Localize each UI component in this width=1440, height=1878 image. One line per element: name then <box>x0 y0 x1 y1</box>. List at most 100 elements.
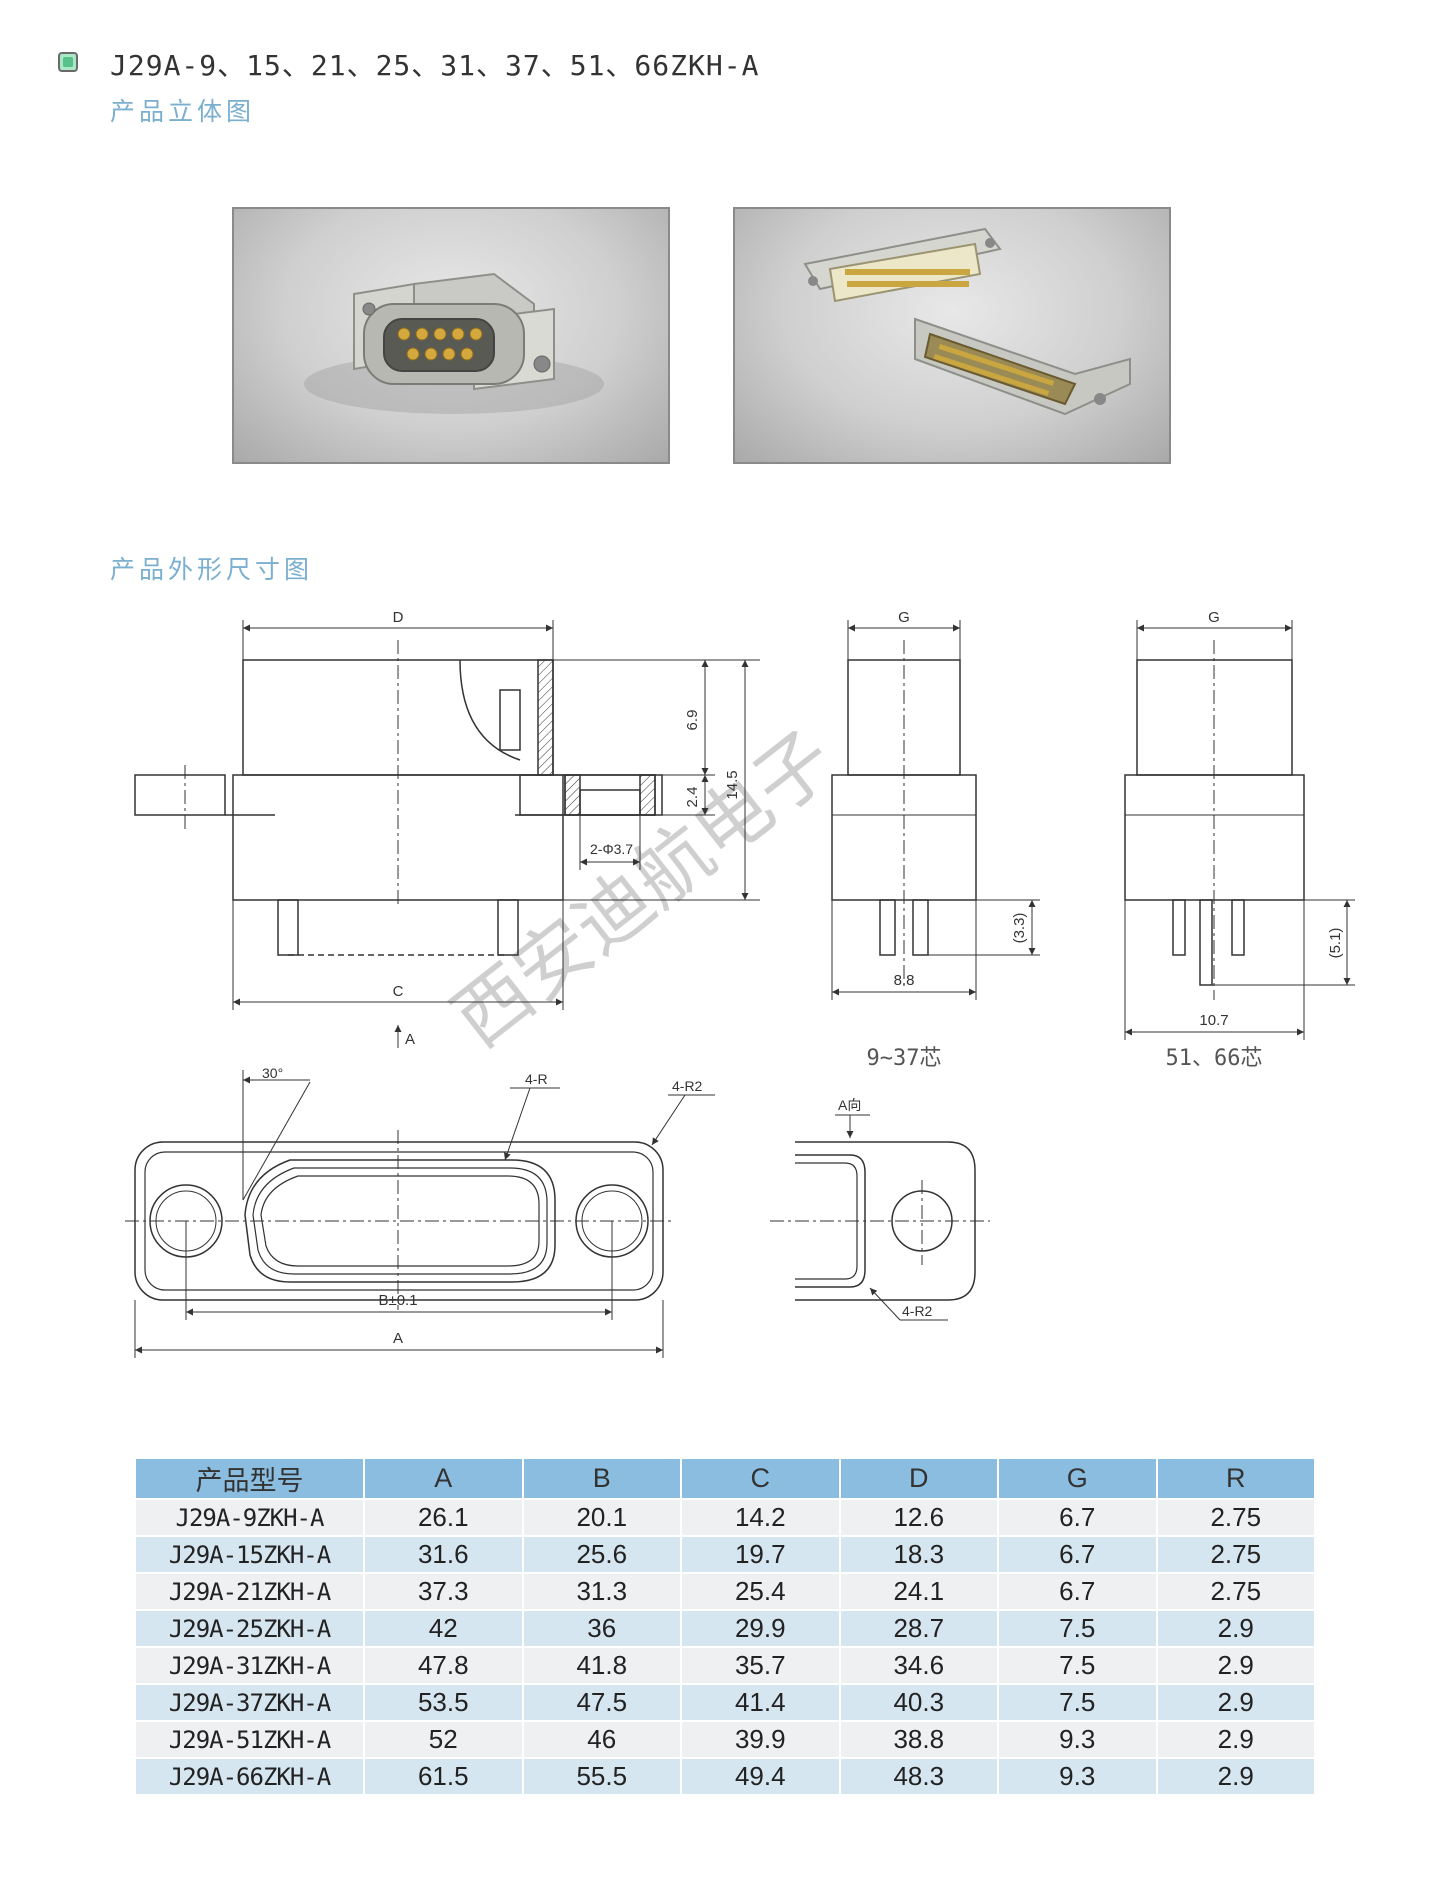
page-title: J29A-9、15、21、25、31、37、51、66ZKH-A <box>110 49 760 82</box>
cell-r: 2.9 <box>1157 1611 1314 1646</box>
cell-d: 34.6 <box>840 1648 997 1683</box>
cell-b: 25.6 <box>523 1537 680 1572</box>
dim-label-c: C <box>393 983 404 1000</box>
table-row: J29A-9ZKH-A 26.1 20.1 14.2 12.6 6.7 2.75 <box>136 1500 1314 1535</box>
cell-g: 9.3 <box>999 1722 1156 1757</box>
cell-a: 47.8 <box>365 1648 522 1683</box>
cell-g: 7.5 <box>999 1611 1156 1646</box>
cell-d: 48.3 <box>840 1759 997 1794</box>
table-row: J29A-66ZKH-A 61.5 55.5 49.4 48.3 9.3 2.9 <box>136 1759 1314 1794</box>
dim-label-5-1: (5.1) <box>1327 928 1344 959</box>
dim-label-14-5: 14.5 <box>724 770 741 799</box>
col-header-d: D <box>840 1459 997 1498</box>
cell-a: 53.5 <box>365 1685 522 1720</box>
cell-model: J29A-9ZKH-A <box>136 1500 363 1535</box>
cell-model: J29A-37ZKH-A <box>136 1685 363 1720</box>
cell-r: 2.75 <box>1157 1500 1314 1535</box>
dimension-table: 产品型号 A B C D G R J29A-9ZKH-A 26.1 20.1 1… <box>134 1457 1316 1796</box>
cell-model: J29A-51ZKH-A <box>136 1722 363 1757</box>
cell-d: 12.6 <box>840 1500 997 1535</box>
dim-label-4-r2-top: 4-R2 <box>672 1078 703 1094</box>
cell-c: 25.4 <box>682 1574 839 1609</box>
cell-a: 52 <box>365 1722 522 1757</box>
cell-a: 31.6 <box>365 1537 522 1572</box>
cell-a: 37.3 <box>365 1574 522 1609</box>
cell-model: J29A-66ZKH-A <box>136 1759 363 1794</box>
dim-label-4-r2-side: 4-R2 <box>902 1303 933 1319</box>
cell-b: 46 <box>523 1722 680 1757</box>
cell-g: 6.7 <box>999 1574 1156 1609</box>
dim-label-3-3: (3.3) <box>1011 913 1028 944</box>
dim-label-10-7: 10.7 <box>1199 1012 1228 1029</box>
dim-label-b: B±0.1 <box>378 1292 417 1309</box>
cell-d: 28.7 <box>840 1611 997 1646</box>
cell-model: J29A-15ZKH-A <box>136 1537 363 1572</box>
view-arrow-label-a: A <box>405 1031 415 1048</box>
front-view-flange-left <box>134 774 226 816</box>
cell-a: 42 <box>365 1611 522 1646</box>
dim-label-2-4: 2.4 <box>684 787 701 808</box>
cell-r: 2.75 <box>1157 1537 1314 1572</box>
table-row: J29A-15ZKH-A 31.6 25.6 19.7 18.3 6.7 2.7… <box>136 1537 1314 1572</box>
caption-51-66-core: 51、66芯 <box>1166 1046 1263 1071</box>
cell-g: 9.3 <box>999 1759 1156 1794</box>
cell-c: 49.4 <box>682 1759 839 1794</box>
table-row: J29A-31ZKH-A 47.8 41.8 35.7 34.6 7.5 2.9 <box>136 1648 1314 1683</box>
cell-c: 35.7 <box>682 1648 839 1683</box>
cell-b: 31.3 <box>523 1574 680 1609</box>
col-header-c: C <box>682 1459 839 1498</box>
dim-label-d: D <box>393 609 404 626</box>
table-header-row: 产品型号 A B C D G R <box>136 1459 1314 1498</box>
cell-r: 2.75 <box>1157 1574 1314 1609</box>
view-a-label: A向 <box>838 1097 861 1113</box>
cell-model: J29A-31ZKH-A <box>136 1648 363 1683</box>
cell-b: 55.5 <box>523 1759 680 1794</box>
cell-d: 24.1 <box>840 1574 997 1609</box>
table-row: J29A-21ZKH-A 37.3 31.3 25.4 24.1 6.7 2.7… <box>136 1574 1314 1609</box>
cell-r: 2.9 <box>1157 1685 1314 1720</box>
caption-9-37-core: 9~37芯 <box>867 1046 942 1071</box>
section-title-dimensions: 产品外形尺寸图 <box>110 555 314 584</box>
cell-model: J29A-21ZKH-A <box>136 1574 363 1609</box>
cell-d: 40.3 <box>840 1685 997 1720</box>
cell-a: 26.1 <box>365 1500 522 1535</box>
section-title-3d-views: 产品立体图 <box>110 97 256 126</box>
cell-b: 20.1 <box>523 1500 680 1535</box>
cell-d: 18.3 <box>840 1537 997 1572</box>
cell-r: 2.9 <box>1157 1648 1314 1683</box>
dim-label-a: A <box>393 1330 403 1347</box>
col-header-b: B <box>523 1459 680 1498</box>
dim-label-angle: 30° <box>262 1065 283 1081</box>
product-photo-37pin <box>733 207 1171 464</box>
cell-model: J29A-25ZKH-A <box>136 1611 363 1646</box>
cell-g: 7.5 <box>999 1685 1156 1720</box>
col-header-r: R <box>1157 1459 1314 1498</box>
col-header-a: A <box>365 1459 522 1498</box>
cell-g: 6.7 <box>999 1537 1156 1572</box>
dim-label-4-r: 4-R <box>525 1071 548 1087</box>
cell-c: 41.4 <box>682 1685 839 1720</box>
cell-c: 14.2 <box>682 1500 839 1535</box>
col-header-model: 产品型号 <box>136 1459 363 1498</box>
cell-c: 39.9 <box>682 1722 839 1757</box>
dimension-drawing: 西安迪航电子 D 6.9 2.4 14.5 2-Φ3.7 C A <box>125 609 1355 1358</box>
dim-label-g-large: G <box>1208 609 1220 626</box>
cell-b: 41.8 <box>523 1648 680 1683</box>
table-row: J29A-25ZKH-A 42 36 29.9 28.7 7.5 2.9 <box>136 1611 1314 1646</box>
cell-b: 47.5 <box>523 1685 680 1720</box>
dim-label-8-8: 8.8 <box>894 972 915 989</box>
dim-label-6-9: 6.9 <box>684 710 701 731</box>
cell-d: 38.8 <box>840 1722 997 1757</box>
cell-g: 7.5 <box>999 1648 1156 1683</box>
col-header-g: G <box>999 1459 1156 1498</box>
cell-r: 2.9 <box>1157 1722 1314 1757</box>
title-bullet-icon <box>58 52 78 72</box>
dim-label-g-small: G <box>898 609 910 626</box>
cell-c: 29.9 <box>682 1611 839 1646</box>
product-photo-9pin <box>232 207 670 464</box>
cell-g: 6.7 <box>999 1500 1156 1535</box>
dim-label-hole: 2-Φ3.7 <box>590 841 633 857</box>
cell-b: 36 <box>523 1611 680 1646</box>
table-row: J29A-37ZKH-A 53.5 47.5 41.4 40.3 7.5 2.9 <box>136 1685 1314 1720</box>
cell-c: 19.7 <box>682 1537 839 1572</box>
